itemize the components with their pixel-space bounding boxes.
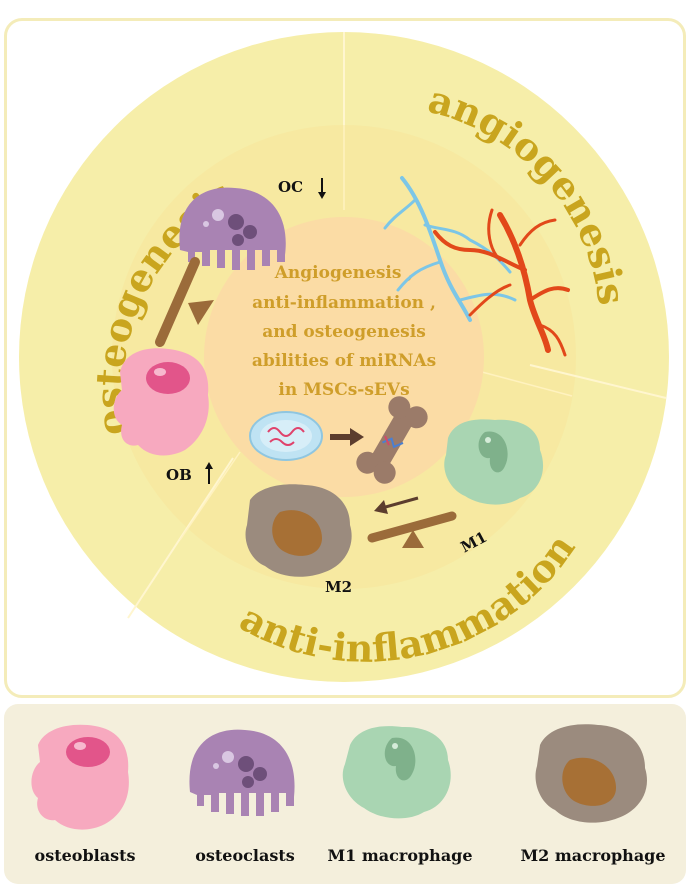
ob-up-arrow-icon: [205, 462, 213, 484]
arrow-right-icon: [330, 428, 364, 446]
center-text: Angiogenesis , anti-inflammation , and o…: [252, 263, 436, 400]
center-text-line: in MSCs-sEVs: [278, 380, 409, 400]
legend-label-m1-macrophage: M1 macrophage: [327, 846, 473, 865]
inner-divider-right: [481, 371, 573, 397]
legend-osteoblast-icon: [31, 724, 129, 830]
center-text-line: anti-inflammation ,: [252, 293, 436, 313]
legend-label-osteoblasts: osteoblasts: [34, 846, 136, 865]
ob-label: OB: [166, 466, 192, 484]
blood-vessel-icon: [383, 176, 570, 357]
vesicle-icon: [249, 411, 323, 461]
center-text-line: and osteogenesis: [262, 322, 426, 342]
m1-macrophage-icon: [444, 419, 544, 505]
legend-label-m2-macrophage: M2 macrophage: [520, 846, 666, 865]
oc-label: OC: [278, 178, 303, 196]
legend-m2-macrophage-icon: [535, 724, 647, 823]
legend-label-osteoclasts: osteoclasts: [195, 846, 295, 865]
center-text-line: abilities of miRNAs: [252, 351, 436, 371]
seesaw-bone-icon: [155, 257, 214, 347]
bone-icon: [356, 396, 428, 484]
seesaw-macrophage-icon: [367, 496, 457, 548]
osteoclast-icon: [179, 187, 286, 270]
center-text-line: Angiogenesis ,: [274, 263, 414, 283]
oc-down-arrow-icon: [318, 178, 326, 199]
inner-divider-left: [179, 451, 241, 541]
divider-right: [529, 364, 667, 399]
m2-label: M2: [325, 578, 352, 596]
m2-macrophage-icon: [245, 484, 352, 577]
legend-m1-macrophage-icon: [342, 726, 451, 819]
legend-osteoclast-icon: [189, 729, 295, 816]
osteoblast-icon: [113, 348, 209, 456]
